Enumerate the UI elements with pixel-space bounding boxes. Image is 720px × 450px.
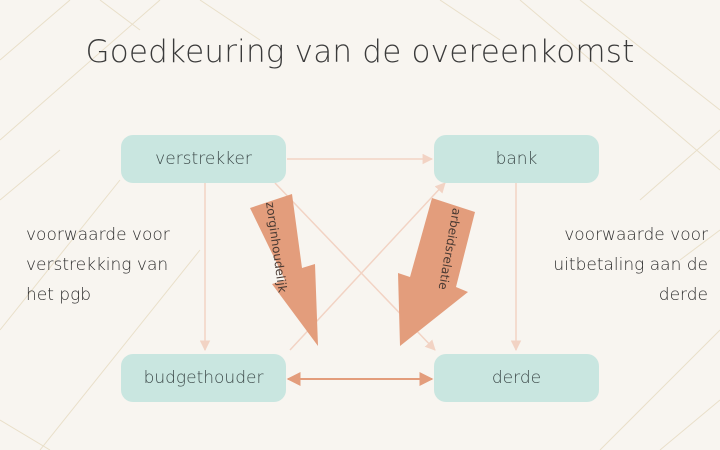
left-note-line: voorwaarde voor bbox=[26, 225, 170, 245]
node-derde: derde bbox=[434, 354, 599, 402]
left-note-line: het pgb bbox=[26, 285, 92, 305]
page-title: Goedkeuring van de overeenkomst bbox=[85, 34, 635, 70]
right-note: voorwaarde voor uitbetaling aan de derde bbox=[553, 220, 708, 310]
big-arrow-zorginhoudelijk: zorginhoudelijk bbox=[250, 194, 318, 346]
right-note-line: derde bbox=[658, 285, 708, 305]
node-verstrekker: verstrekker bbox=[121, 135, 286, 183]
big-arrow-arbeidsrelatie: arbeidsrelatie bbox=[398, 198, 475, 346]
node-bank: bank bbox=[434, 135, 599, 183]
right-note-line: uitbetaling aan de bbox=[553, 255, 708, 275]
left-note-line: verstrekking van bbox=[26, 255, 169, 275]
left-note: voorwaarde voor verstrekking van het pgb bbox=[26, 220, 170, 310]
right-note-line: voorwaarde voor bbox=[564, 225, 708, 245]
node-budgethouder: budgethouder bbox=[121, 354, 286, 402]
